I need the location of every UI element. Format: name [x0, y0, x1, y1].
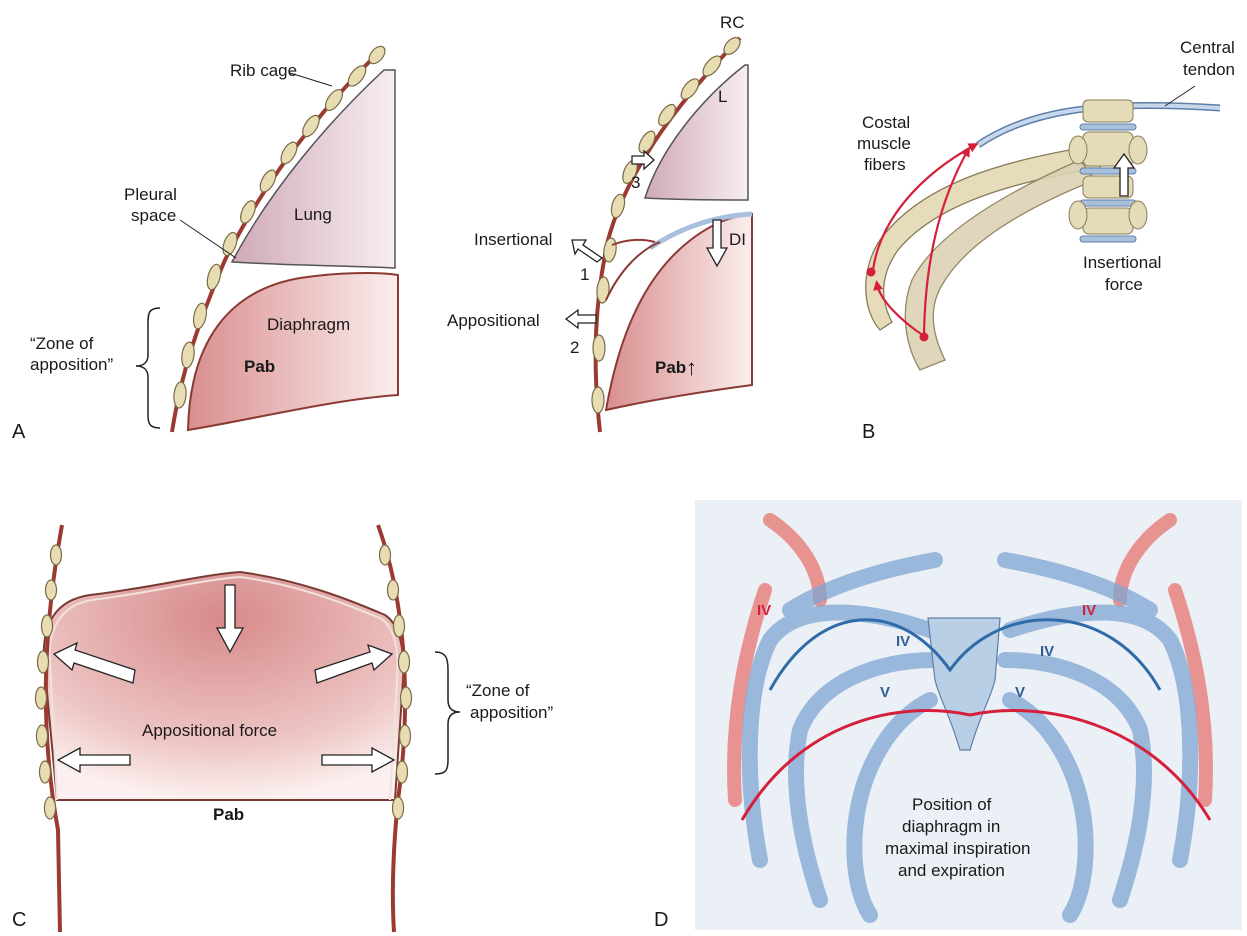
costal-label-1: Costal [862, 113, 910, 132]
caption-d-4: and expiration [898, 861, 1005, 880]
lung-shape [232, 70, 395, 268]
rc-label: RC [720, 13, 745, 32]
central-tendon-label-1: Central [1180, 38, 1235, 57]
pab-label-c: Pab [213, 805, 244, 824]
zone-label-c-1: “Zone of [466, 681, 530, 700]
pab-label-a2: Pab [655, 358, 686, 377]
arrow-appositional [566, 310, 596, 328]
panel-c: Appositional force Pab “Zone of appositi… [12, 525, 554, 932]
central-tendon-label-2: tendon [1183, 60, 1235, 79]
fiber-origin-dot-1 [867, 268, 876, 277]
insertional-force-label-1: Insertional [1083, 253, 1161, 272]
vertebrae [1069, 100, 1147, 242]
panel-letter-a: A [12, 421, 26, 443]
appositional-label: Appositional [447, 311, 540, 330]
panel-letter-c: C [12, 909, 26, 931]
appositional-force-label: Appositional force [142, 721, 277, 740]
zone-label-c-2: apposition” [470, 703, 554, 722]
rib-bone-front [905, 160, 1095, 370]
lung-label: Lung [294, 205, 332, 224]
rib-cage-label: Rib cage [230, 61, 297, 80]
zone-brace-c [435, 652, 460, 774]
pab-label-a: Pab [244, 357, 275, 376]
panel-b: Central tendon Costal muscle fibers Inse… [857, 38, 1235, 443]
diaphragm-shape [188, 273, 398, 430]
rib-v-left: V [880, 684, 890, 701]
num-3-label: 3 [631, 173, 640, 192]
num-1-label: 1 [580, 265, 589, 284]
panel-letter-b: B [862, 421, 875, 443]
costal-label-3: fibers [864, 155, 906, 174]
num-2-label: 2 [570, 338, 579, 357]
diaphragm-label: Diaphragm [267, 315, 350, 334]
costal-label-2: muscle [857, 134, 911, 153]
fiber-origin-dot-2 [920, 333, 929, 342]
caption-d-3: maximal inspiration [885, 839, 1031, 858]
rib-iv-red-left: IV [757, 602, 771, 619]
caption-d-1: Position of [912, 795, 992, 814]
l-label: L [718, 87, 727, 106]
zone-brace [136, 308, 160, 428]
caption-d-2: diaphragm in [902, 817, 1000, 836]
pab-up-arrow: ↑ [686, 355, 697, 380]
rib-iv-blue-left: IV [896, 633, 910, 650]
insertional-label: Insertional [474, 230, 552, 249]
rib-v-right: V [1015, 684, 1025, 701]
panel-a: Rib cage Pleural space Lung Diaphragm “Z… [12, 43, 398, 443]
panel-d: IV IV IV IV V V Position of diaphragm in… [654, 500, 1242, 931]
rib-iv-red-right: IV [1082, 602, 1096, 619]
panel-letter-d: D [654, 909, 668, 931]
rib-iv-blue-right: IV [1040, 643, 1054, 660]
arrow-insertional [572, 240, 602, 262]
pleural-label-1: Pleural [124, 185, 177, 204]
zone-label-1: “Zone of [30, 334, 94, 353]
panel-a2: RC L 3 Insertional 1 DI Appositional 2 P… [447, 13, 752, 432]
insertional-force-label-2: force [1105, 275, 1143, 294]
zone-label-2: apposition” [30, 355, 114, 374]
di-label: DI [729, 230, 746, 249]
pleural-label-2: space [131, 206, 176, 225]
